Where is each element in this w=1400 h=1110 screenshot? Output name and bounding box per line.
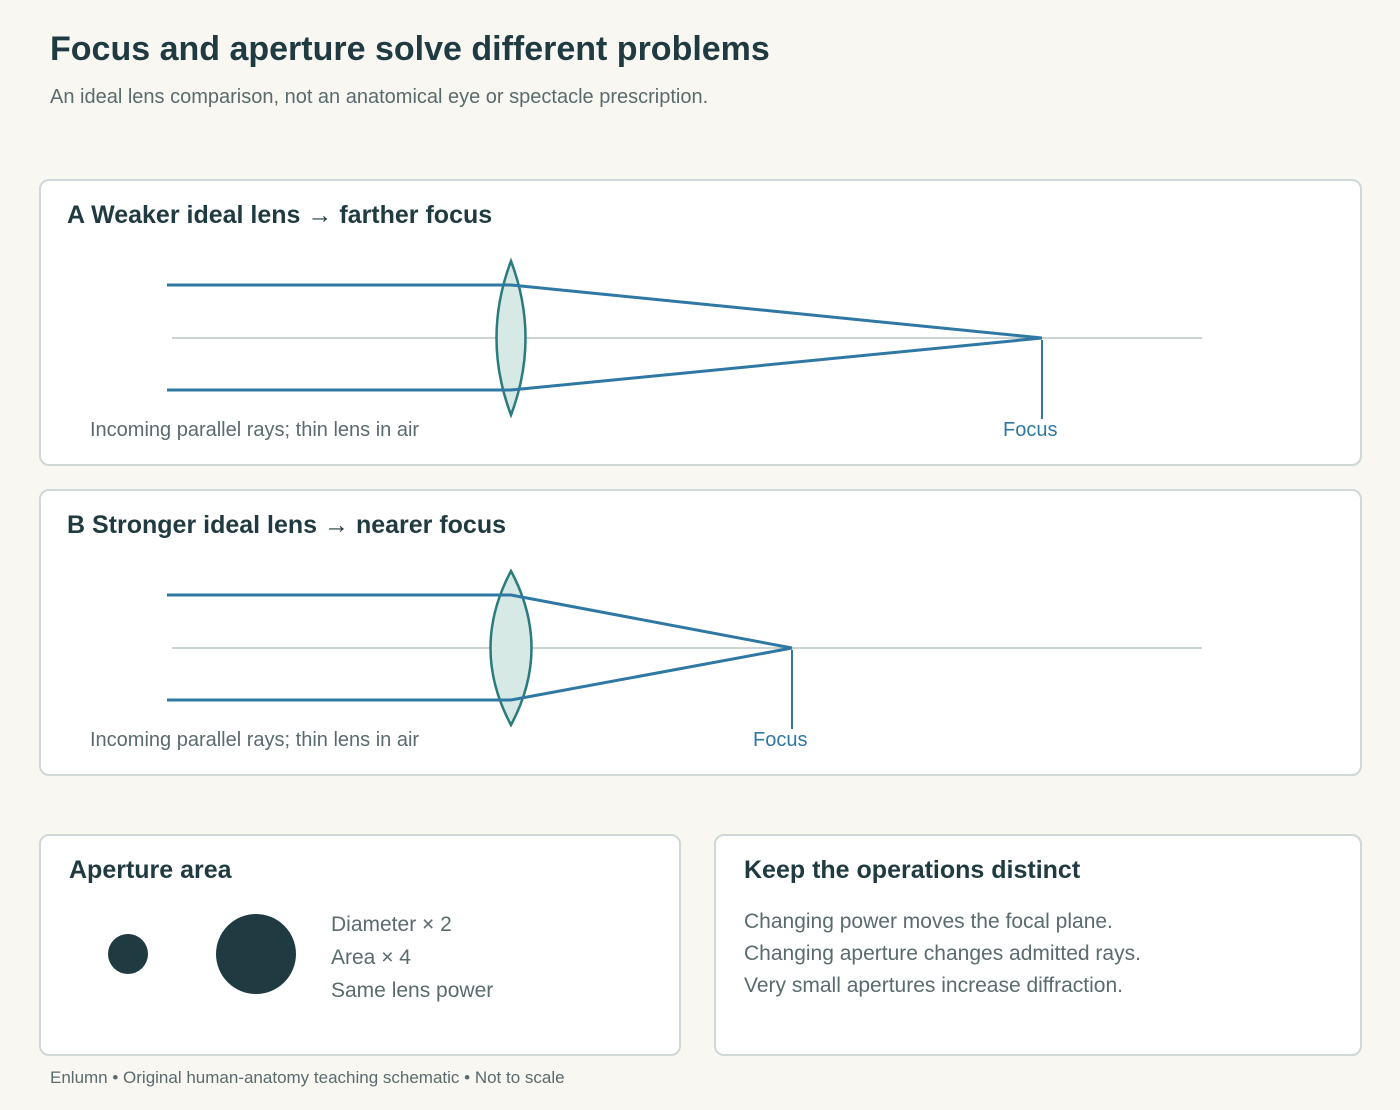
focus-label: Focus xyxy=(1003,419,1057,441)
panel-aperture-area: Aperture area Diameter × 2 Area × 4 Same… xyxy=(39,834,681,1056)
operations-note-aperture: Changing aperture changes admitted rays. xyxy=(744,942,1141,965)
thin-lens xyxy=(495,257,527,419)
panel-title-operations: Keep the operations distinct xyxy=(744,856,1081,884)
stronger-lens-diagram: Incoming parallel rays; thin lens in air… xyxy=(90,568,1202,751)
upper-ray xyxy=(167,593,793,650)
panel-title-stronger-lens: B Stronger ideal lens → nearer focus xyxy=(67,511,507,539)
small-aperture-disc xyxy=(108,934,148,974)
aperture-comparison xyxy=(108,914,296,994)
aperture-notes: Diameter × 2 Area × 4 Same lens power xyxy=(331,908,493,1007)
lower-ray xyxy=(167,646,793,702)
aperture-note-power: Same lens power xyxy=(331,979,494,1002)
thin-lens xyxy=(489,568,533,728)
panel-stronger-lens: B Stronger ideal lens → nearer focus Inc… xyxy=(39,489,1362,776)
footer-credit: Enlumn • Original human-anatomy teaching… xyxy=(50,1068,565,1087)
page-subtitle: An ideal lens comparison, not an anatomi… xyxy=(50,86,709,108)
aperture-note-area: Area × 4 xyxy=(331,946,411,969)
ray-note: Incoming parallel rays; thin lens in air xyxy=(90,419,419,441)
weaker-lens-diagram: Incoming parallel rays; thin lens in air… xyxy=(90,257,1202,441)
large-aperture-disc xyxy=(216,914,296,994)
aperture-note-diameter: Diameter × 2 xyxy=(331,913,452,936)
page-title: Focus and aperture solve different probl… xyxy=(50,30,770,68)
upper-ray xyxy=(167,283,1043,340)
panel-operations: Keep the operations distinct Changing po… xyxy=(714,834,1362,1056)
focus-label: Focus xyxy=(753,729,807,751)
lower-ray xyxy=(167,336,1043,392)
panel-title-weaker-lens: A Weaker ideal lens → farther focus xyxy=(67,201,493,229)
panel-title-aperture-area: Aperture area xyxy=(69,856,232,884)
operations-note-power: Changing power moves the focal plane. xyxy=(744,910,1113,933)
operations-notes: Changing power moves the focal plane. Ch… xyxy=(744,906,1141,1002)
operations-note-diffraction: Very small apertures increase diffractio… xyxy=(744,974,1123,997)
panel-weaker-lens: A Weaker ideal lens → farther focus Inco… xyxy=(39,179,1362,466)
ray-note: Incoming parallel rays; thin lens in air xyxy=(90,729,419,751)
